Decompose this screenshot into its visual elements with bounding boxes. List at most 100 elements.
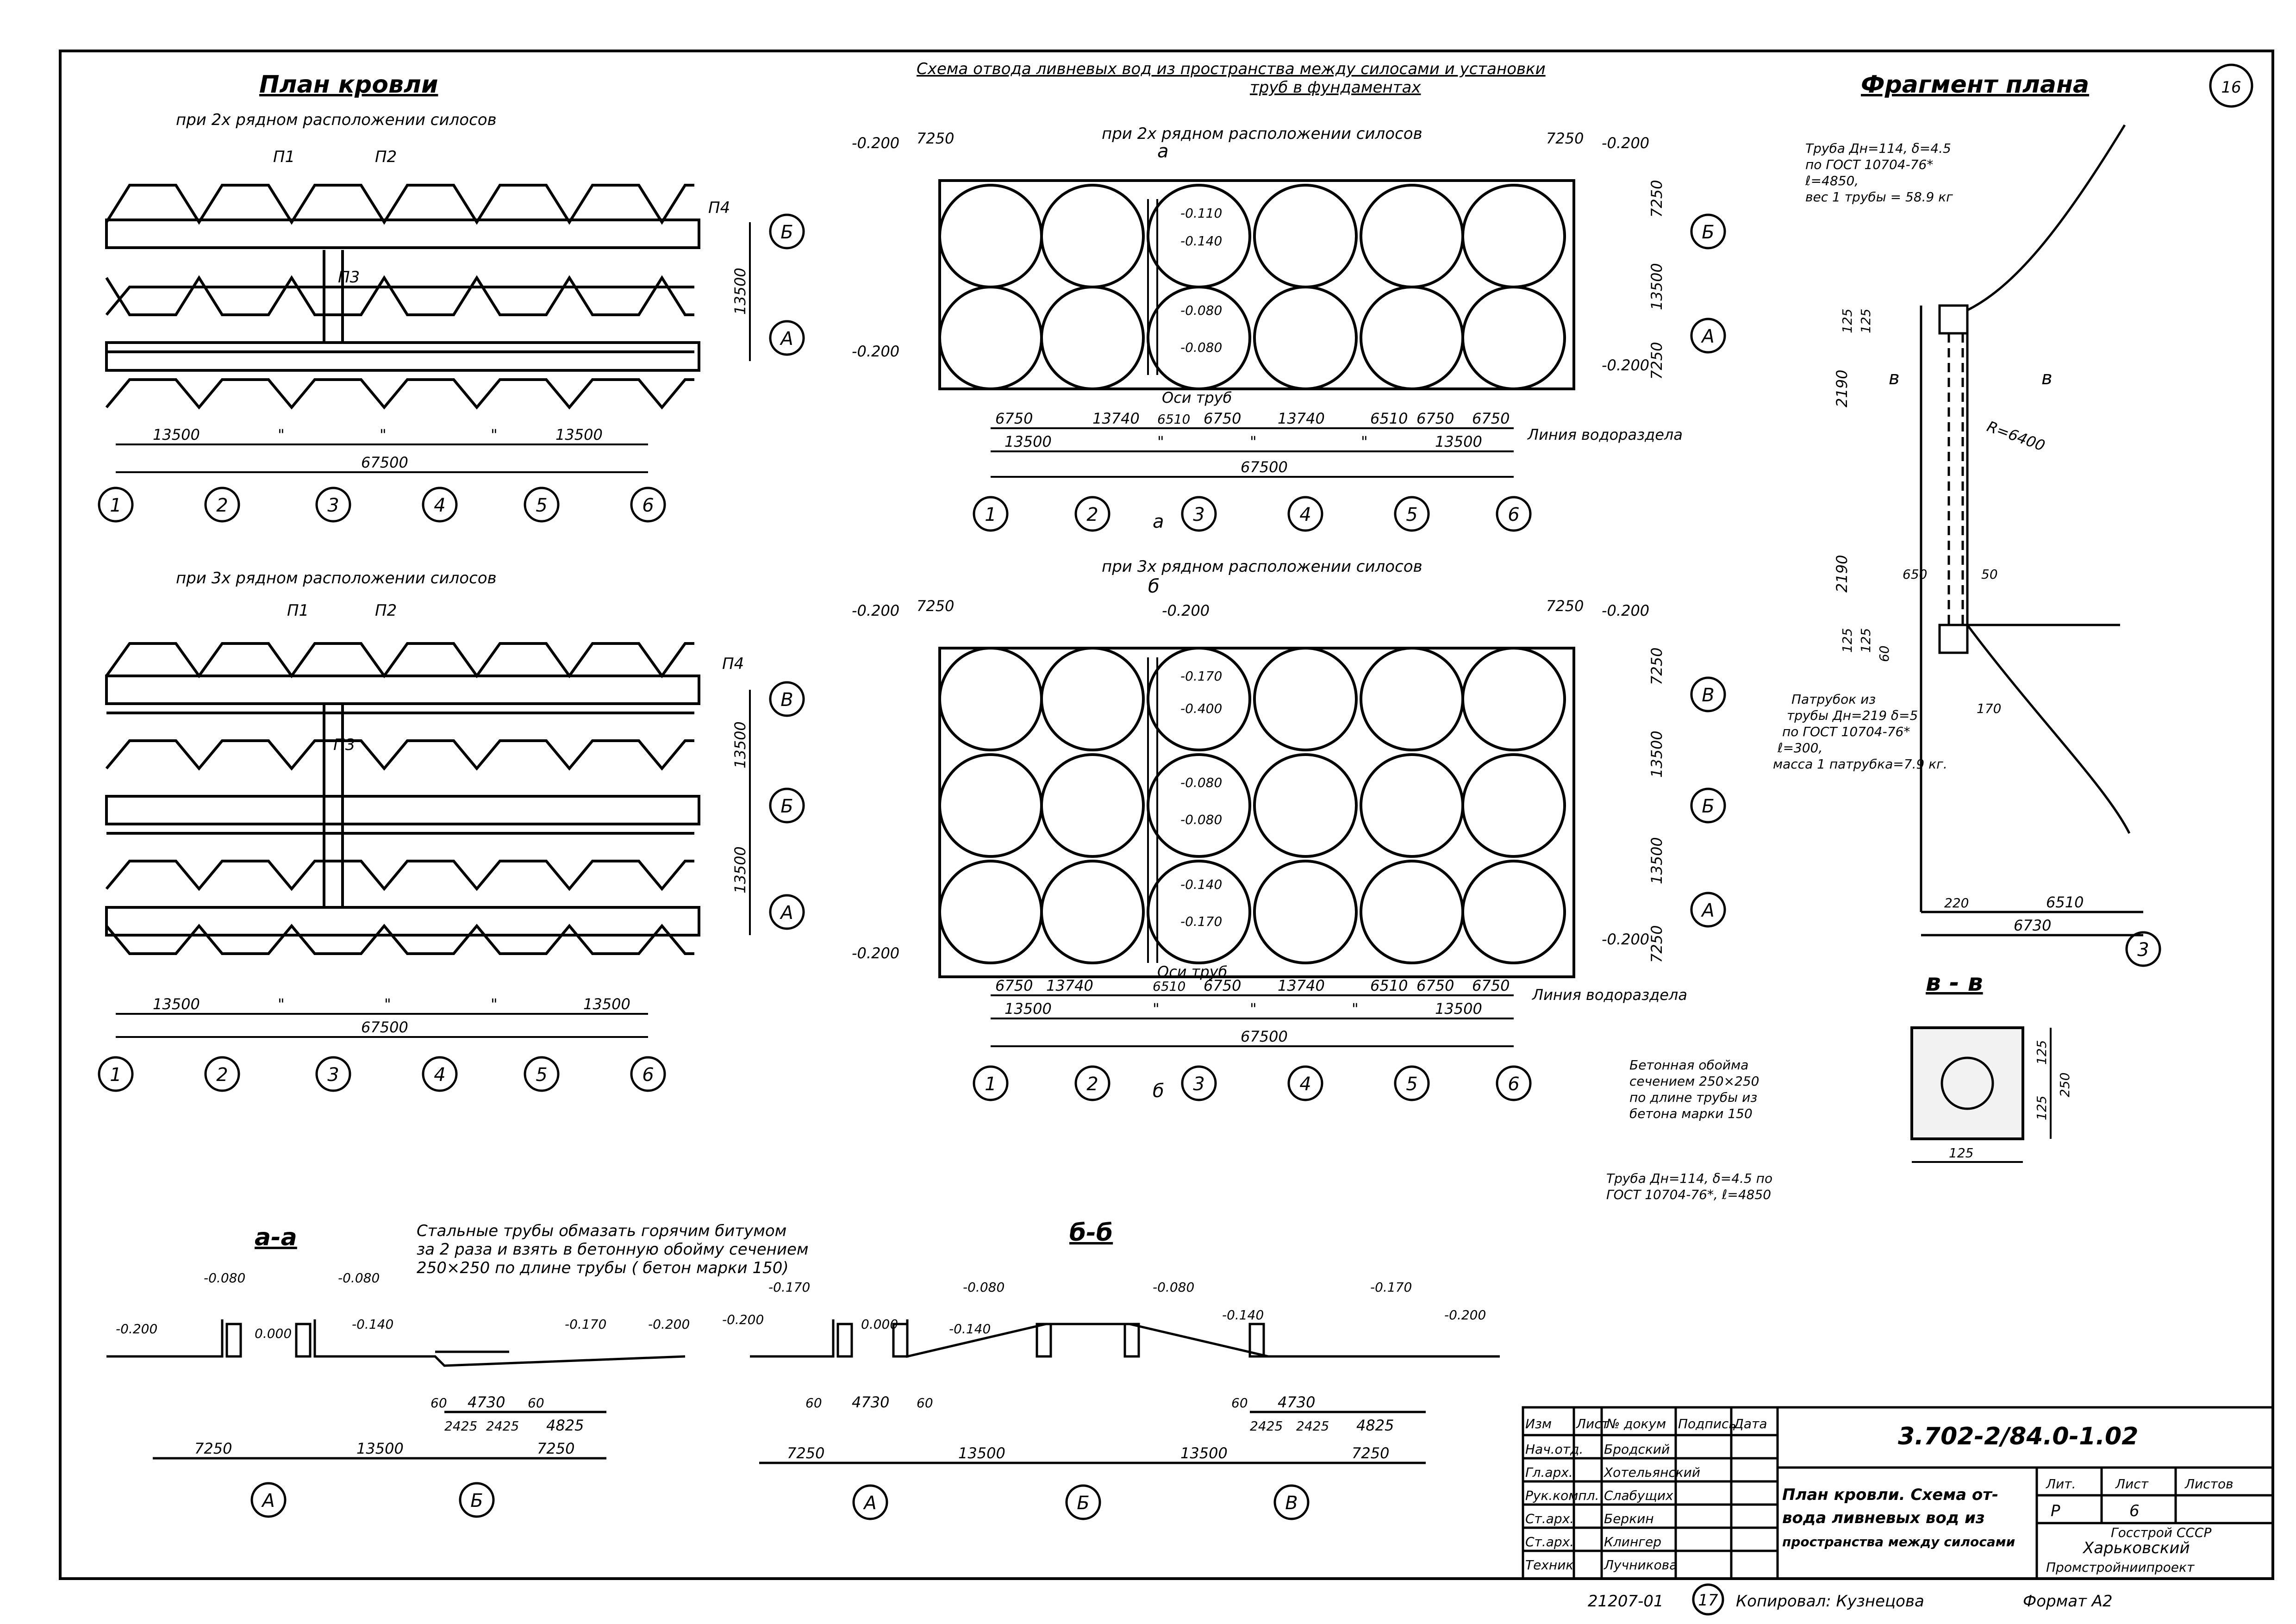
dim-3row-1: 13500 [153,995,200,1013]
tag-p2-3row: П2 [375,601,397,620]
lvl-2row-7: -0.080 [1180,303,1222,318]
bb-lvl-5: -0.080 [963,1280,1004,1295]
dim3-b4: 6750 [1204,977,1241,994]
bb-lvl-1: -0.200 [722,1312,764,1327]
dim3-b12: " [1352,1000,1359,1018]
fragment-pipe-note-2: по ГОСТ 10704-76* [1805,157,1933,172]
dim-side-3row-4: 7250 [1648,925,1666,963]
tag-p3: П3 [338,268,360,287]
vv-dim-4: 125 [1949,1145,1973,1161]
dim-b8: 6750 [1472,410,1510,427]
roof-plan-subtitle-2row: при 2х рядном расположении силосов [176,111,497,129]
dim-b5: 13740 [1278,410,1325,427]
tb-stage-h-2: Листов [2184,1476,2234,1492]
roof-plan-subtitle-3row: при 3х рядном расположении силосов [176,569,497,587]
fragment-pipe-note-1: Труба Дн=114, δ=4.5 [1805,141,1951,156]
fragment-dim-1: 2190 [1833,370,1851,407]
aa-dim-4: 2425 [444,1418,477,1434]
dim-2row-5: 13500 [555,426,603,443]
aa-lvl-3: 0.000 [255,1326,292,1341]
dim-side-2row-3: 7250 [1648,342,1666,380]
dim3-b1: 6750 [995,977,1033,994]
fragment-section-left: в [1889,368,1900,389]
tb-org-1: Госстрой СССР [2111,1525,2211,1540]
lvl-2row-4: -0.200 [1602,356,1649,374]
fragment-axis: 3 [2137,939,2149,961]
c-axis-2-mid: 2 [1086,1074,1098,1095]
aa-lvl-2: -0.080 [204,1270,245,1286]
c-axis-4-mid: 4 [1299,1074,1311,1095]
dim-b11: " [1250,433,1257,450]
lvl-3row-11: -0.170 [1180,914,1222,929]
dim-top-left-3row: 7250 [917,597,954,615]
section-mark-a-bottom: а [1153,511,1164,532]
aa-lvl-5: -0.140 [352,1317,393,1332]
aa-axis-b: Б [470,1490,483,1512]
axis-4-mid: 4 [434,1064,445,1086]
c-axis-4-top: 4 [1299,504,1311,525]
tb-r1-name: Хотельянский [1603,1465,1700,1480]
aa-lvl-6: -0.170 [565,1317,606,1332]
dim-3row-3: " [384,995,391,1013]
dim3-b14: 67500 [1241,1028,1288,1045]
axis-2-top: 2 [216,495,228,516]
axis-5-mid: 5 [536,1064,547,1086]
lvl-2row-1: -0.200 [852,134,899,152]
dim-side-3row-3: 13500 [1648,837,1666,884]
dim3-b6: 6510 [1370,977,1408,994]
roof-plan-3row [105,642,700,955]
c-axis-v-mid: В [1702,685,1714,706]
tb-r5-role: Техник [1525,1557,1573,1573]
dim3-b3: 6510 [1153,979,1185,994]
vv-concrete-2: сечением 250×250 [1629,1074,1759,1089]
tb-r2-name: Слабущих [1604,1488,1673,1503]
tb-stage-h-1: Лист [2115,1476,2149,1492]
vv-pipe-1: Труба Дн=114, δ=4.5 по [1606,1171,1772,1186]
roof-plan-title: План кровли [259,71,438,99]
aa-lvl-7: -0.200 [648,1317,690,1332]
fragment-dim-13: 6730 [2014,917,2051,934]
bb-axis-b: Б [1077,1493,1089,1514]
lvl-2row-5: -0.110 [1180,206,1222,221]
bb-lvl-9: -0.200 [1444,1307,1486,1323]
bb-lvl-8: -0.170 [1370,1280,1412,1295]
dim3-b8: 6750 [1472,977,1510,994]
dim-b4: 6750 [1204,410,1241,427]
dim3-b2: 13740 [1046,977,1093,994]
watershed-2row: Линия водораздела [1527,426,1683,443]
fragment-dim-10: 60 [1877,645,1892,662]
axis-b-mid: Б [780,796,793,817]
vv-pipe-2: ГОСТ 10704-76*, ℓ=4850 [1606,1187,1771,1202]
tb-stage-h-0: Лит. [2046,1476,2076,1492]
tb-sheet: 6 [2129,1502,2140,1520]
lvl-3row-7: -0.400 [1180,701,1222,716]
dim-2row-total: 67500 [361,454,408,471]
dim3-b5: 13740 [1278,977,1325,994]
c-axis-a-mid: А [1700,900,1714,921]
tb-org-2: Харьковский [2082,1539,2190,1557]
section-aa-title: а-а [255,1224,297,1251]
bb-dim-12: 7250 [1352,1444,1389,1462]
fragment-branch-4: ℓ=300, [1777,740,1822,756]
tag-p4-3row: П4 [722,655,744,673]
plan-fragment: Фрагмент плана Труба Дн=114, δ=4.5 по ГО… [1773,71,2161,967]
bb-dim-5: 4730 [1278,1393,1315,1411]
bb-lvl-3: 0.000 [861,1317,898,1332]
vv-dim-3: 250 [2057,1073,2072,1097]
dim-b6: 6510 [1370,410,1408,427]
c-axis-5-top: 5 [1406,504,1417,525]
aa-dim-5: 2425 [486,1418,519,1434]
axis-6-top: 6 [642,495,654,516]
dim-b3: 6510 [1157,412,1190,427]
dim-2row-2: " [278,426,285,443]
section-vv: в - в 125 125 250 125 Бетонная обойма се… [1606,969,2072,1202]
axis-b-top: Б [780,222,793,243]
dim-b13: 13500 [1435,433,1482,450]
c-axis-3-mid: 3 [1193,1074,1204,1095]
tb-r5-name: Лучникова [1603,1557,1677,1573]
axis-v-mid: В [780,689,793,711]
footer-code: 21207-01 [1588,1592,1664,1611]
fragment-branch-2: трубы Дн=219 δ=5 [1787,708,1918,723]
drawing-frame [59,50,2274,1580]
aa-dim-9: 7250 [537,1440,574,1457]
